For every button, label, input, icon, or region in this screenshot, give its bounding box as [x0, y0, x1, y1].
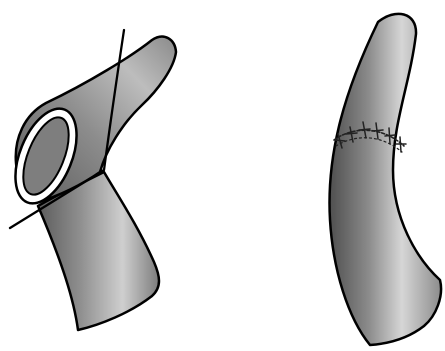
- suture-stitch: [396, 137, 406, 152]
- right-panel-vessel-after-anastomosis: [329, 14, 441, 345]
- left-panel-vessel-before-anastomosis: [3, 30, 176, 330]
- right-vessel-tube: [329, 14, 441, 345]
